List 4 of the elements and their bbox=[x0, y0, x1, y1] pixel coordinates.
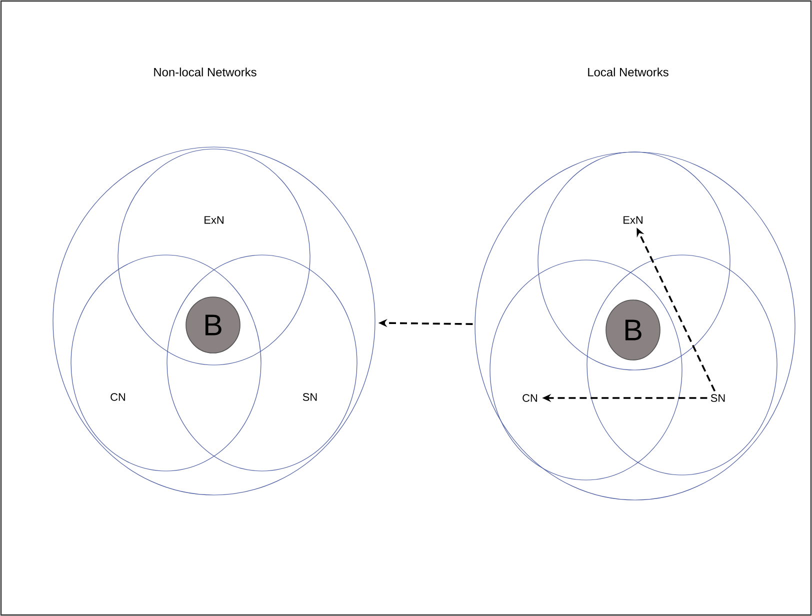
network-circle bbox=[52, 146, 376, 496]
network-circle bbox=[474, 152, 796, 500]
network-title: Non-local Networks bbox=[154, 68, 256, 76]
network-title: Local Networks bbox=[588, 68, 668, 76]
